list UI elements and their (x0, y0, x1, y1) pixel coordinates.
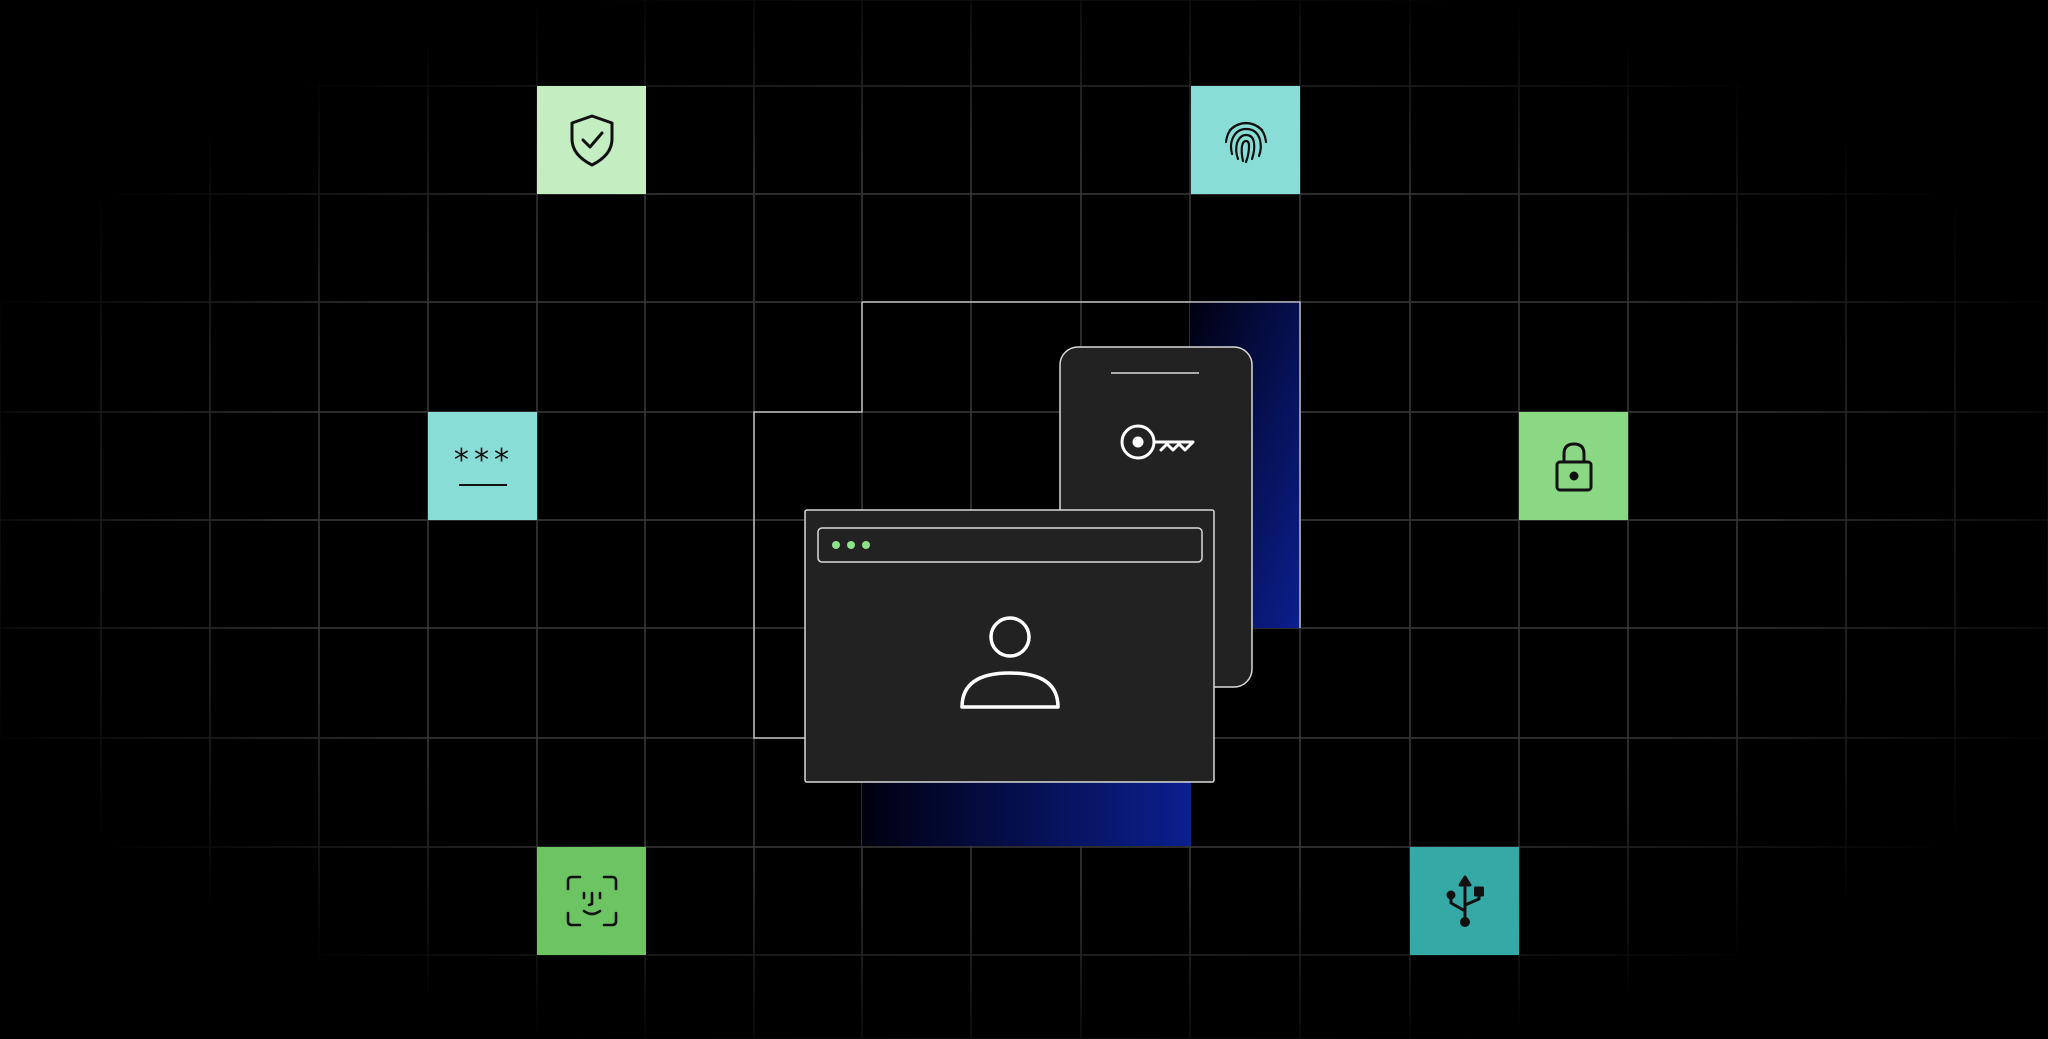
usb-tile (1410, 847, 1519, 955)
face-id-tile (537, 847, 646, 955)
blue-glow-bottom (862, 780, 1191, 846)
window-dot (832, 541, 840, 549)
browser-window (804, 509, 1215, 783)
padlock-icon (1555, 442, 1592, 492)
cluster-outline (753, 301, 1301, 739)
password-underline (458, 484, 507, 486)
fingerprint-tile (1191, 86, 1300, 194)
window-dot (847, 541, 855, 549)
password-tile: *** (428, 412, 537, 520)
password-icon: *** (452, 443, 513, 478)
padlock-tile (1519, 412, 1628, 520)
key-icon (1120, 424, 1195, 460)
address-bar (817, 527, 1203, 563)
shield-check-tile (537, 86, 646, 194)
user-icon (960, 616, 1060, 709)
window-dot (862, 541, 870, 549)
fingerprint-icon (1224, 121, 1267, 164)
usb-icon (1446, 875, 1484, 927)
face-id-icon (566, 875, 617, 927)
shield-check-icon (570, 114, 613, 167)
